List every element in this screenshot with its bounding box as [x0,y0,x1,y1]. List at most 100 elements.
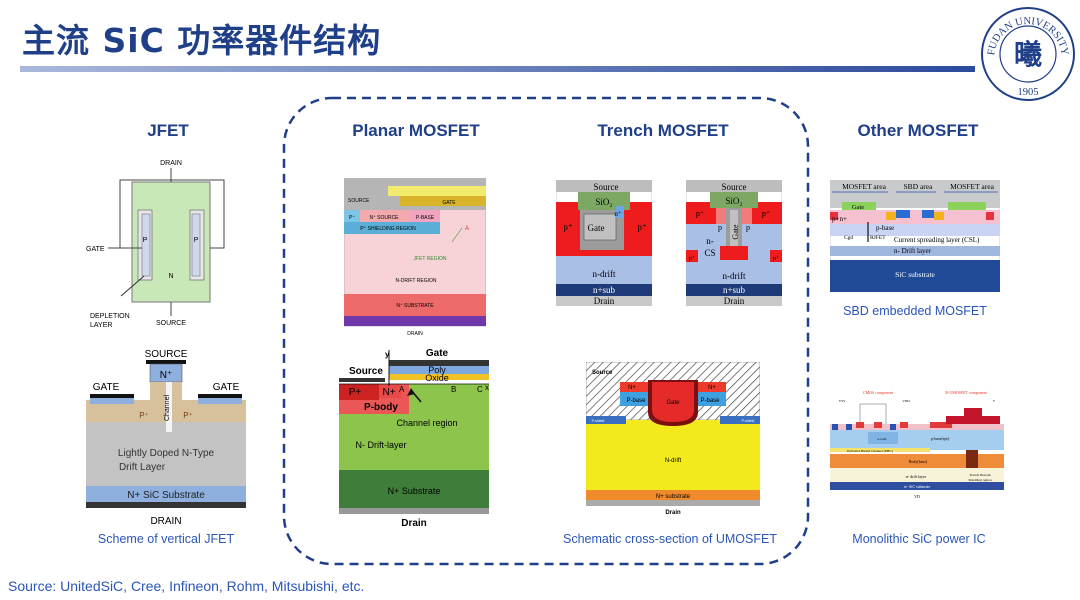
ic-cmos: CMOS component [863,390,894,395]
umosfet-cross-section: Source N+ N+ P-base P-base Gate P-shield… [586,362,760,516]
sbd-sbd-area: SBD area [904,182,934,191]
planar2-pbody: P-body [364,402,398,413]
jfet2-drift-2: Drift Layer [119,462,166,473]
ic-umos: R-UMOSFET component [945,390,987,395]
planar2-gate: Gate [426,348,449,359]
jfet2-source: SOURCE [145,349,188,360]
jfet-p-left: P [143,237,148,244]
umos-ndrift: N-drift [665,458,682,464]
heading-trench-mosfet: Trench MOSFET [597,121,729,140]
jfet2-channel: Channel [164,395,171,422]
planar2-x: x [485,383,489,392]
planar2-y: y [385,350,390,359]
jfet-schematic-top: DRAIN GATE P P N DEPLETION LAYER SOURCE [86,160,225,329]
umos-nplus-l: N+ [628,385,636,391]
jfet2-pplus-right: P⁺ [183,411,193,420]
title-underline [20,66,975,72]
planar2-source: Source [349,366,383,377]
ic-body: Body(base) [909,459,928,464]
jfet2-substrate: N+ SiC Substrate [127,490,205,501]
planar2-channel: Channel region [396,418,457,428]
planar-mosfet-top: GATE SOURCE P⁺ N⁺ SOURCE P-BASE P⁺ SHIEL… [344,178,486,337]
ic-substrate: n+ SiC substrate [904,484,931,489]
jfet2-drain: DRAIN [150,516,181,527]
trenchB-drain: Drain [724,296,745,306]
planar-mosfet-bottom: Gate y Poly Oxide Source P+ N+ A B C x P… [339,348,489,529]
trenchA-nplus: n⁺ [614,210,622,218]
umos-substrate: N+ substrate [656,494,691,500]
trench-mosfet-a: Source SiO₂ Gate p⁺ p⁺ n⁺ n-drift n+sub … [556,180,652,306]
page-title: 主流 SiC 功率器件结构 [22,21,382,60]
trenchA-pplus-r: p⁺ [637,222,647,232]
ic-vdd: VDD [902,399,910,403]
caption-sbd-mosfet: SBD embedded MOSFET [843,304,987,318]
jfet-drain-label: DRAIN [160,160,182,167]
heading-jfet: JFET [147,121,189,140]
jfet2-nplus: N⁺ [160,370,173,381]
planar1-jfet: JFET REGION [414,256,447,262]
planar1-pplus: P⁺ [349,215,355,221]
ic-drift: n- drift layer [906,474,927,479]
umos-drain: Drain [665,510,681,516]
umos-shield-r: P-shield [742,419,755,423]
trenchA-source: Source [594,182,619,192]
planar2-b: B [451,385,456,394]
trenchB-sio2: SiO₂ [725,196,742,206]
logo-year: 1905 [1018,87,1039,98]
heading-other-mosfet: Other MOSFET [857,121,979,140]
ic-v: V [993,399,996,403]
sbd-embedded-mosfet: MOSFET area SBD area MOSFET area Gate p+… [830,180,1000,292]
planar2-substrate: N+ Substrate [388,486,441,496]
umos-nplus-r: N+ [708,385,716,391]
trenchB-gate: Gate [731,224,740,240]
sbd-mos-area-r: MOSFET area [950,182,994,191]
umos-pbase-r: P-base [700,398,720,404]
planar1-ndrift: N-DRIFT REGION [395,278,436,284]
planar1-nsubstrate: N⁺ SUBSTRATE [396,303,434,309]
planar2-c: C [477,385,483,394]
trenchB-pplus-br: p⁺ [773,256,779,262]
sbd-drift: n- Drift layer [894,247,932,255]
trenchA-ndrift: n-drift [593,269,616,279]
sbd-rjfet: RJFET [870,235,886,241]
planar1-drain: DRAIN [407,331,423,337]
umos-shield-l: P-shield [592,419,605,423]
trenchB-nsub: n+sub [723,285,746,295]
caption-jfet: Scheme of vertical JFET [97,532,235,546]
umos-gate: Gate [666,400,680,406]
planar2-poly: Poly [428,365,446,375]
jfet2-pplus-left: P⁺ [139,411,149,420]
logo-center-glyph: 曦 [1014,39,1042,70]
monolithic-power-ic: CMOS component R-UMOSFET component VSS V… [830,388,1004,500]
trenchB-source: Source [722,182,747,192]
ic-trench-2: Shielding region [968,478,991,482]
trenchA-gate: Gate [588,223,605,233]
sbd-pbase: p-base [876,224,894,232]
planar2-a: A [399,385,405,394]
planar1-shielding: P⁺ SHIELDING REGION [360,226,416,232]
ic-vss: VSS [839,399,845,403]
trench-mosfet-b: Source SiO₂ Gate p⁺ p⁺ p p n- CS p⁺ p⁺ n… [686,180,782,306]
caption-trench: Schematic cross-section of UMOSFET [563,532,777,546]
trenchB-p-l: p [718,223,722,232]
ic-nwell: n-well [878,437,887,441]
trenchA-nsub: n+sub [593,285,616,295]
trenchB-ncs-1: n- [706,236,714,246]
jfet2-drift-1: Lightly Doped N-Type [118,448,215,459]
planar2-nplus: N+ [382,387,395,398]
planar2-pplus: P+ [349,387,362,398]
sbd-gate: Gate [852,204,864,211]
trenchB-p-r: p [746,223,750,232]
jfet2-gate-left: GATE [93,382,120,393]
jfet-depletion-1: DEPLETION [90,313,130,320]
ic-vd: VD [914,494,920,499]
planar2-drain: Drain [401,518,427,529]
sbd-cgd: Cgd [844,235,853,241]
jfet-source-label: SOURCE [156,320,186,327]
trenchB-pplus-bl: p⁺ [689,256,695,262]
trenchB-ndrift: n-drift [723,271,746,281]
planar2-drift: N- Drift-layer [356,440,407,450]
ic-channel: Epitaxial Buried Channel (EBC) [847,449,893,453]
planar2-oxide: Oxide [425,373,449,383]
heading-planar-mosfet: Planar MOSFET [352,121,480,140]
